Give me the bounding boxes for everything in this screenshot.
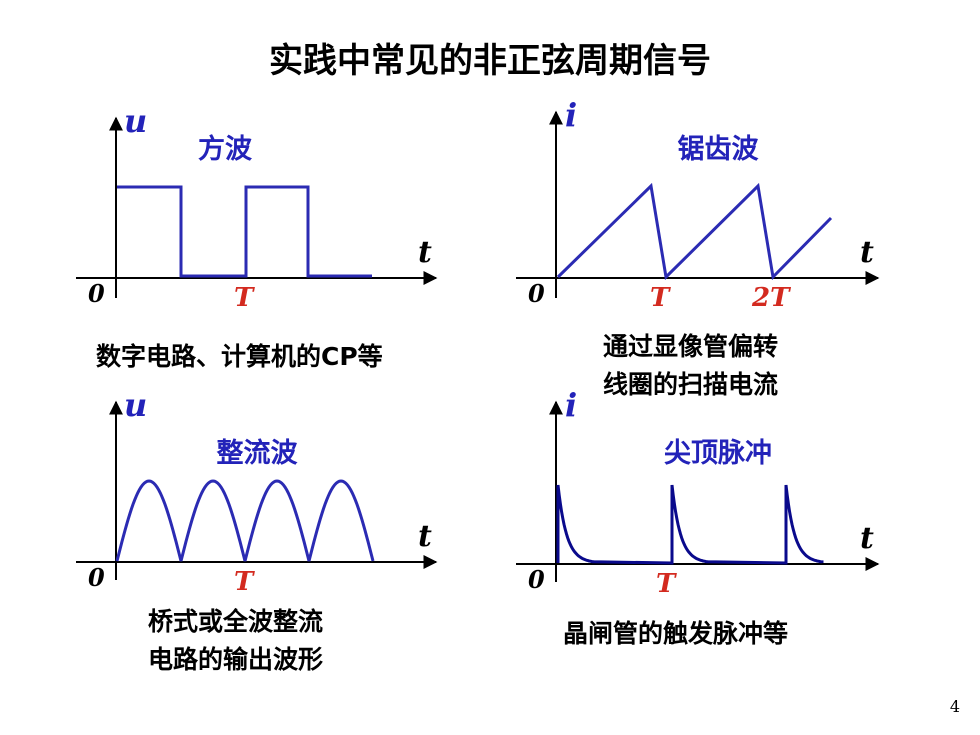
caption-sawtooth-line-2: 线圈的扫描电流: [603, 370, 778, 399]
y-axis-variable: i: [565, 386, 577, 424]
period-label-t: T: [650, 283, 671, 313]
period-label: T: [656, 569, 677, 599]
wave-name-rectified: 整流波: [217, 438, 299, 469]
panel-spike-pulse: i t 0 T 尖顶脉冲 晶闸管的触发脉冲等: [516, 386, 880, 648]
y-axis-variable: u: [124, 102, 147, 140]
origin-label: 0: [88, 279, 105, 308]
wave-name-square: 方波: [198, 133, 253, 165]
panel-square-wave: u t 0 T 方波 数字电路、计算机的CP等: [76, 102, 438, 371]
square-waveform: [117, 185, 372, 278]
wave-name-spike: 尖顶脉冲: [664, 438, 772, 469]
period-label: T: [234, 283, 255, 313]
period-label-2t: 2T: [751, 283, 791, 313]
origin-label: 0: [528, 565, 545, 594]
origin-label: 0: [528, 279, 545, 308]
panel-sawtooth-wave: i t 0 T 2T 锯齿波 通过显像管偏转 线圈的扫描电流: [516, 96, 880, 399]
page-number: 4: [950, 697, 960, 716]
rectified-waveform: [115, 479, 375, 562]
slide-title: 实践中常见的非正弦周期信号: [269, 41, 711, 81]
caption-square: 数字电路、计算机的CP等: [96, 342, 383, 371]
origin-label: 0: [88, 563, 105, 592]
y-axis-variable: i: [565, 96, 577, 134]
x-axis-variable: t: [418, 235, 432, 270]
x-axis-variable: t: [418, 519, 432, 554]
y-axis-variable: u: [124, 386, 147, 424]
x-axis-variable: t: [860, 521, 874, 556]
caption-spike: 晶闸管的触发脉冲等: [563, 619, 788, 648]
x-axis-variable: t: [860, 235, 874, 270]
panel-rectified-wave: u t 0 T 整流波 桥式或全波整流 电路的输出波形: [76, 386, 438, 674]
spike-waveform: [556, 484, 824, 565]
caption-rectified-line-1: 桥式或全波整流: [148, 607, 323, 636]
sawtooth-waveform: [556, 182, 833, 281]
period-label: T: [234, 567, 255, 597]
caption-sawtooth-line-1: 通过显像管偏转: [603, 332, 778, 361]
wave-name-sawtooth: 锯齿波: [678, 134, 760, 165]
caption-rectified-line-2: 电路的输出波形: [148, 645, 323, 674]
